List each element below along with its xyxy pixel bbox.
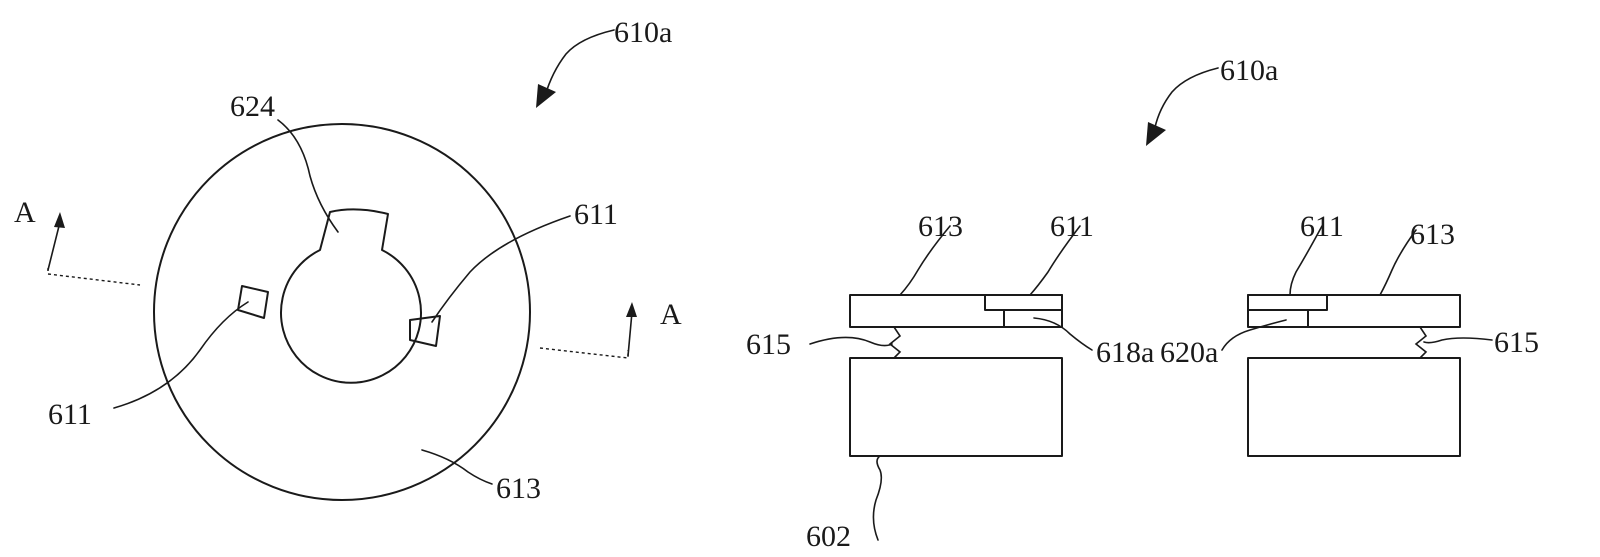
label-602: 602	[806, 520, 851, 553]
assembly-arrowhead-right	[1146, 122, 1166, 146]
section-arrow-right	[628, 312, 632, 356]
label-611-upper: 611	[574, 198, 618, 231]
base-602	[850, 358, 1062, 456]
label-611-left-unit: 611	[1050, 210, 1094, 243]
right-unit: 611 613 620a 615	[1160, 210, 1539, 456]
tab-left	[238, 286, 268, 318]
label-610a-left: 610a	[614, 16, 672, 49]
leader-613	[422, 450, 492, 484]
left-view: 610a A A 624 611 611 613	[14, 16, 682, 505]
label-613-left: 613	[496, 472, 541, 505]
label-611-lower: 611	[48, 398, 92, 431]
section-line-right	[540, 348, 628, 358]
label-615-left-unit: 615	[746, 328, 791, 361]
label-613-right-unit: 613	[1410, 218, 1455, 251]
base-right	[1248, 358, 1460, 456]
leader-611-upper	[432, 216, 570, 322]
assembly-arrow-right	[1154, 68, 1218, 132]
section-arrowhead-right	[626, 302, 637, 317]
leader-615-left-unit	[810, 337, 892, 345]
left-unit: 613 611 615 618a 602	[746, 210, 1154, 553]
leader-602	[873, 456, 881, 540]
label-section-a-left: A	[14, 196, 36, 229]
section-line-left	[48, 268, 140, 285]
assembly-arrowhead-left	[536, 84, 556, 108]
label-610a-right: 610a	[1220, 54, 1278, 87]
label-618a: 618a	[1096, 336, 1154, 369]
leader-611-lower	[114, 302, 248, 408]
assembly-arrow-left	[545, 30, 614, 96]
section-arrow-left	[48, 222, 60, 270]
leader-620a	[1222, 320, 1286, 350]
right-view: 610a 613 611 615 618a 602	[746, 54, 1539, 553]
section-arrowhead-left	[54, 212, 65, 228]
insert-611-left	[985, 295, 1062, 310]
label-615-right-unit: 615	[1494, 326, 1539, 359]
disc-outline	[154, 124, 530, 500]
spring-615-left	[890, 327, 900, 358]
label-section-a-right: A	[660, 298, 682, 331]
tab-right	[410, 316, 440, 346]
leader-615-right-unit	[1424, 338, 1492, 343]
label-611-right-unit: 611	[1300, 210, 1344, 243]
label-624: 624	[230, 90, 275, 123]
label-620a: 620a	[1160, 336, 1218, 369]
insert-611-right	[1248, 295, 1327, 310]
label-613-left-unit: 613	[918, 210, 963, 243]
bore-with-keyway	[281, 209, 421, 382]
